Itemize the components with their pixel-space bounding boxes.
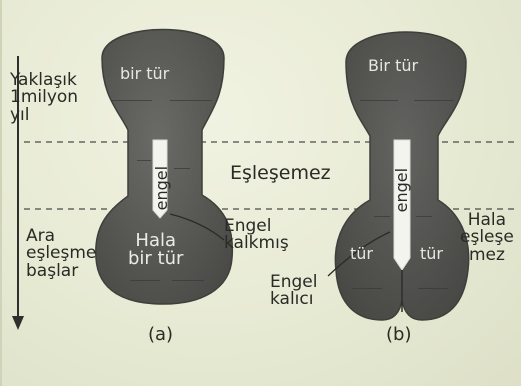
texture-mark xyxy=(416,216,432,217)
panel-a-barrier-note: Engel kalkmış xyxy=(224,218,289,253)
panel-b-bottom-left-label: tür xyxy=(350,246,373,262)
panel-b-bottom-right-label: tür xyxy=(420,246,443,262)
left-lower-label: Ara eşleşme başlar xyxy=(26,228,96,280)
panel-b-top-label: Bir tür xyxy=(368,58,418,74)
left-lower-label-line: başlar xyxy=(26,263,96,280)
texture-mark xyxy=(360,100,398,101)
panel-a-bottom-label: Hala bir tür xyxy=(128,232,183,269)
panel-b-barrier-note: Engel kalıcı xyxy=(270,274,318,309)
right-lower-label: Hala eşleşe mez xyxy=(460,212,514,264)
panel-a-bottom-label-line: bir tür xyxy=(128,250,183,268)
texture-mark xyxy=(170,100,212,101)
time-axis-label-line: yıl xyxy=(10,107,78,124)
texture-mark xyxy=(174,168,190,169)
texture-mark xyxy=(137,160,151,161)
texture-mark xyxy=(414,100,454,101)
texture-mark xyxy=(172,280,204,281)
texture-mark xyxy=(352,288,382,289)
panel-a-barrier-note-line: kalkmış xyxy=(224,235,289,252)
panel-a-caption: (a) xyxy=(148,326,173,344)
texture-mark xyxy=(130,280,160,281)
panel-b-barrier-note-line: kalıcı xyxy=(270,291,318,308)
panel-a-barrier-label: engel xyxy=(154,158,170,218)
panel-b-caption: (b) xyxy=(386,326,411,344)
panel-b-barrier-label-box: engel xyxy=(394,160,410,220)
texture-mark xyxy=(112,100,152,101)
texture-mark xyxy=(374,216,390,217)
texture-mark xyxy=(418,288,448,289)
panel-b-barrier-label: engel xyxy=(394,160,410,220)
time-arrow-head xyxy=(12,316,24,330)
middle-zone-label: Eşleşemez xyxy=(230,164,331,183)
panel-a-top-label: bir tür xyxy=(120,66,169,82)
right-lower-label-line: mez xyxy=(460,247,514,264)
time-axis-label: Yaklaşık 1milyon yıl xyxy=(10,72,78,124)
panel-a-barrier-label-box: engel xyxy=(152,160,172,220)
